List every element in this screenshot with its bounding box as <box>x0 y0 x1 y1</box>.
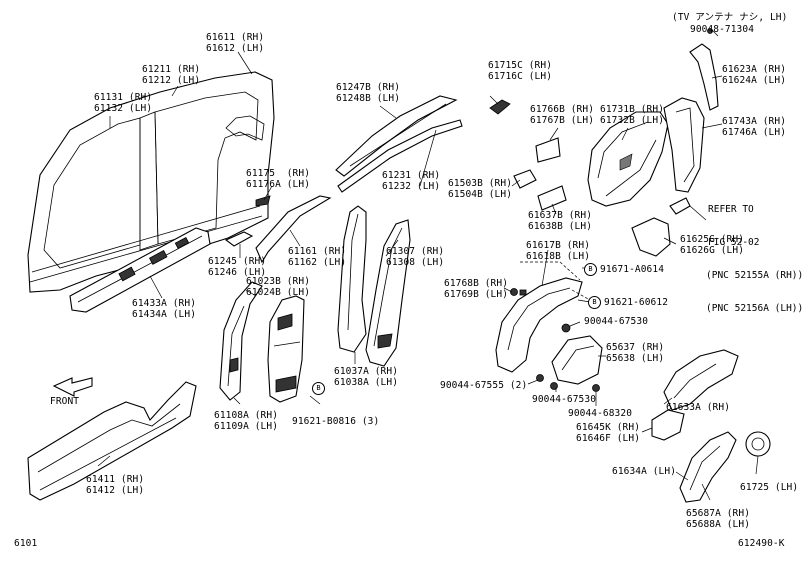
wheel-house-outer <box>663 349 739 411</box>
bracket-61503 <box>513 169 537 189</box>
label-61503: 61503B (RH)61504B (LH) <box>448 178 513 200</box>
bracket-61645 <box>651 409 685 441</box>
label-61634: 61634A (LH) <box>612 466 677 477</box>
label-65637: 65637 (RH)65638 (LH) <box>606 342 665 364</box>
label-61715: 61715C (RH)61716C (LH) <box>488 60 553 82</box>
bracket-61766 <box>535 137 561 163</box>
label-91621-b0816: 91621-B0816 (3) <box>292 416 380 427</box>
label-61175: 61175 (RH)61176A (LH) <box>246 168 311 190</box>
hinge-reinforcement <box>267 295 305 403</box>
label-61766: 61766B (RH)61767B (LH) <box>530 104 595 126</box>
roof-rail <box>335 95 458 177</box>
label-61023: 61023B (RH)61024B (LH) <box>246 276 311 298</box>
label-91671: 91671-A0614 <box>600 264 665 275</box>
label-61623: 61623A (RH)61624A (LH) <box>722 64 787 86</box>
label-61411: 61411 (RH)61412 (LH) <box>86 474 145 496</box>
label-61617: 61617B (RH)61618B (LH) <box>526 240 591 262</box>
label-90044-67530b: 90044-67530 <box>532 394 597 405</box>
center-pillar-outer <box>365 219 411 367</box>
bracket-61245 <box>224 231 254 247</box>
label-61247: 61247B (RH)61248B (LH) <box>336 82 401 104</box>
label-61245: 61245 (RH)61246 (LH) <box>208 256 267 278</box>
label-61768: 61768B (RH)61769B (LH) <box>444 278 509 300</box>
a-pillar-lower <box>219 281 263 401</box>
label-front: FRONT <box>50 396 80 407</box>
label-90044-67530a: 90044-67530 <box>584 316 649 327</box>
label-61743: 61743A (RH)61746A (LH) <box>722 116 787 138</box>
rocker-outer <box>27 381 197 501</box>
label-61633: 61633A (RH) <box>666 402 731 413</box>
refer-note: REFER TO FIG 52-02 (PNC 52155A (RH)) (PN… <box>706 204 804 314</box>
rail-61231 <box>337 119 463 193</box>
label-61037: 61037A (RH)61038A (LH) <box>334 366 399 388</box>
liner-65637 <box>551 335 603 385</box>
quarter-inner <box>587 111 669 207</box>
label-90044-68320: 90044-68320 <box>568 408 633 419</box>
diagram-code: 612490-K <box>738 538 785 549</box>
label-61161: 61161 (RH)61162 (LH) <box>288 246 347 268</box>
bolt-marker-3: B <box>312 382 325 395</box>
label-65687: 65687A (RH)65688A (LH) <box>686 508 751 530</box>
label-61731: 61731B (RH)61732B (LH) <box>600 104 665 126</box>
label-tv-antenna: (TV アンテナ ナシ, LH) <box>672 12 788 23</box>
label-61645: 61645K (RH)61646F (LH) <box>576 422 641 444</box>
rear-pillar-strip <box>689 43 719 111</box>
bolt-marker-2: B <box>588 296 601 309</box>
label-61725: 61725 (LH) <box>740 482 799 493</box>
bracket-61637 <box>537 185 567 211</box>
label-61637: 61637B (RH)61638B (LH) <box>528 210 593 232</box>
extension-61634 <box>679 431 737 503</box>
wheel-house-inner <box>495 261 591 373</box>
label-61211: 61211 (RH)61212 (LH) <box>142 64 201 86</box>
label-61625: 61625G (RH)61626G (LH) <box>680 234 745 256</box>
fasteners <box>510 28 713 392</box>
label-90044-67555: 90044-67555 (2) <box>440 380 528 391</box>
label-61433: 61433A (RH)61434A (LH) <box>132 298 197 320</box>
center-pillar-inner <box>337 205 367 353</box>
label-61108: 61108A (RH)61109A (LH) <box>214 410 279 432</box>
clip-61715 <box>489 99 511 115</box>
label-61231: 61231 (RH)61232 (LH) <box>382 170 441 192</box>
label-61611: 61611 (RH)61612 (LH) <box>206 32 265 54</box>
label-61131: 61131 (RH)61132 (LH) <box>94 92 153 114</box>
label-90048: 90048-71304 <box>690 24 755 35</box>
label-61307: 61307 (RH)61308 (LH) <box>386 246 445 268</box>
pillar-61161 <box>255 195 332 264</box>
page-code: 6101 <box>14 538 38 549</box>
cap-61725 <box>745 431 771 457</box>
rear-upper-panel <box>663 97 705 193</box>
front-arrow-icon <box>52 377 93 397</box>
label-91621-60612: 91621-60612 <box>604 297 669 308</box>
rocker-inner <box>69 227 211 313</box>
bolt-marker-1: B <box>584 263 597 276</box>
